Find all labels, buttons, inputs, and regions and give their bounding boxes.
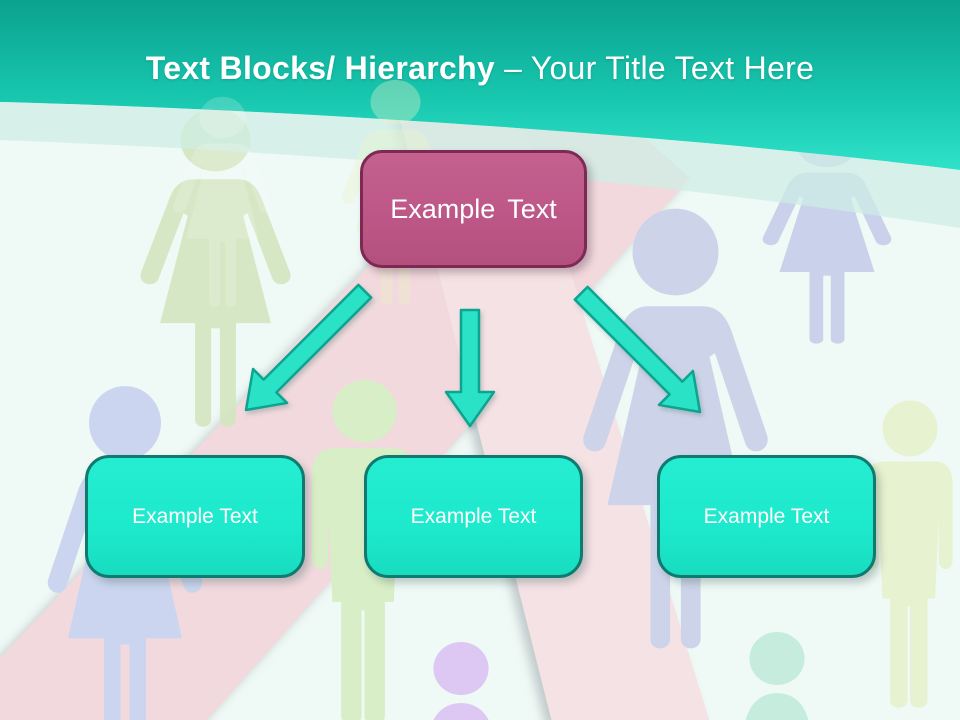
child-silhouette-purple: [427, 642, 495, 720]
child-node-1-label: Example Text: [132, 504, 258, 528]
connector-arrows: [244, 283, 702, 428]
child-node-1[interactable]: Example Text: [85, 455, 305, 578]
arrow-down-right: [573, 285, 702, 414]
root-node[interactable]: Example Text: [360, 150, 587, 268]
title-topic: Text Blocks/ Hierarchy: [145, 50, 496, 86]
child-node-2[interactable]: Example Text: [364, 455, 583, 578]
man-silhouette-yellow-green-right: [865, 400, 953, 708]
child-node-3-label: Example Text: [703, 504, 830, 528]
child-node-2-label: Example Text: [410, 504, 537, 528]
child-node-3[interactable]: Example Text: [657, 455, 876, 578]
slide-title[interactable]: Text Blocks/ Hierarchy– Your Title Text …: [0, 50, 960, 87]
header-curve: [0, 0, 960, 170]
child-silhouette-mint: [743, 632, 811, 720]
root-node-label: Example Text: [390, 193, 557, 224]
arrow-down-left: [244, 283, 373, 412]
arrow-down: [444, 308, 496, 428]
title-subtitle: – Your Title Text Here: [504, 50, 815, 86]
